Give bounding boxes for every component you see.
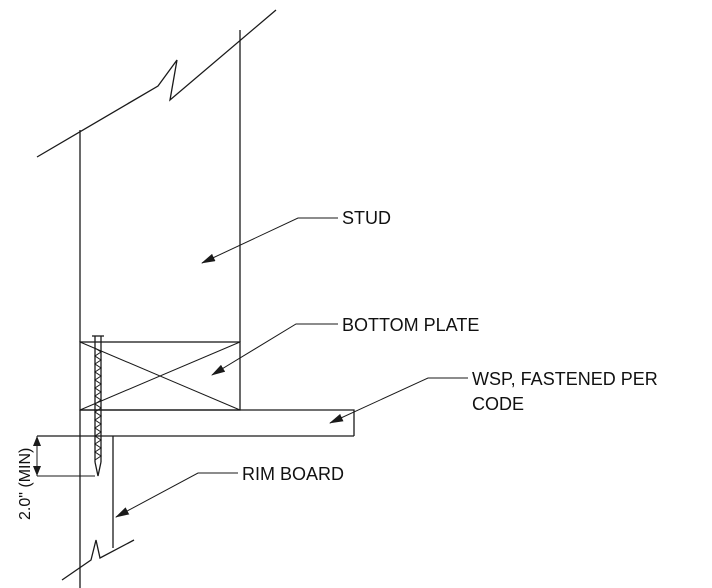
bottom-plate (79, 341, 241, 411)
leader-bottom-plate (211, 323, 338, 376)
leader-stud (201, 217, 338, 264)
dimension-label: 2.0" (MIN) (17, 448, 34, 520)
label-bottom-plate: BOTTOM PLATE (342, 315, 479, 335)
label-rim-board: RIM BOARD (242, 464, 344, 484)
rim-board (61, 410, 135, 588)
stud (36, 9, 277, 342)
fastener-screw (92, 335, 104, 477)
label-wsp-line2: CODE (472, 394, 524, 414)
rim-break-line (61, 539, 135, 581)
label-stud: STUD (342, 208, 391, 228)
leader-rim-board (115, 472, 238, 518)
stud-break-line (36, 9, 277, 158)
label-wsp-line1: WSP, FASTENED PER (472, 369, 658, 389)
leader-wsp (329, 377, 468, 424)
dimension-min-penetration: 2.0" (MIN) (17, 435, 95, 520)
screw-threads (94, 347, 102, 461)
leaders (115, 217, 468, 518)
wsp-sheathing (37, 409, 355, 437)
